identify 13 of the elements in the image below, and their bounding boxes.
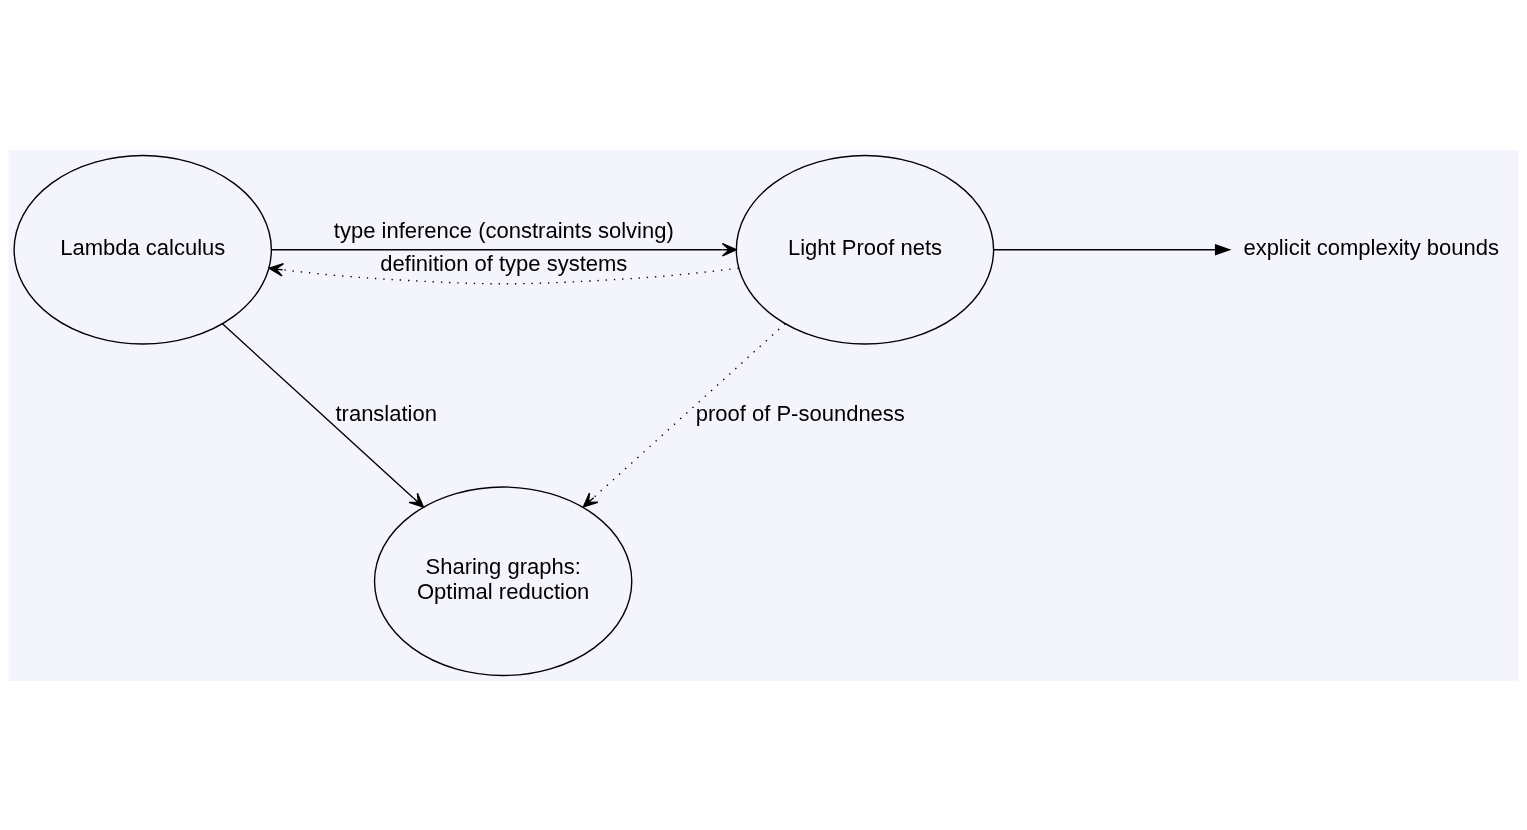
node-ellipse: Light Proof nets: [735, 154, 995, 345]
node-ellipse: Sharing graphs: Optimal reduction: [373, 485, 633, 676]
edge-label: type inference (constraints solving): [333, 217, 674, 243]
arrow: [268, 262, 740, 284]
edge-label: proof of P-soundness: [695, 400, 905, 426]
arrow: [582, 322, 786, 508]
node-ellipse: Lambda calculus: [13, 154, 273, 345]
node-text: explicit complexity bounds: [1243, 234, 1499, 260]
arrow: [270, 242, 737, 257]
arrow: [222, 322, 425, 508]
arrow: [993, 243, 1232, 256]
edge-label: translation: [335, 400, 437, 426]
edge-label: definition of type systems: [380, 250, 628, 276]
